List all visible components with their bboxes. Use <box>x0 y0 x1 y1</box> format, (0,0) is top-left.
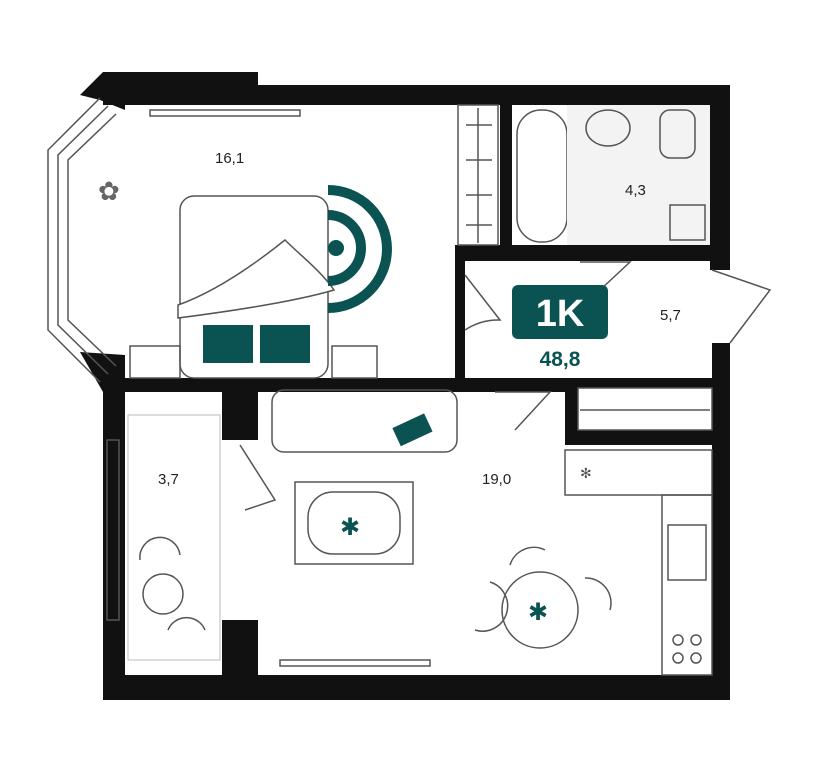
wardrobe <box>457 104 499 246</box>
bed <box>129 195 378 379</box>
living-area: 19,0 <box>482 471 511 488</box>
svg-text:✱: ✱ <box>528 600 548 626</box>
plant-icon: ✿ <box>98 177 120 206</box>
dining-table: ✱ <box>474 546 612 649</box>
round-rug <box>327 185 392 313</box>
balcony-floor <box>127 414 221 661</box>
balcony-furniture <box>139 536 206 631</box>
hallway-area: 5,7 <box>660 307 681 324</box>
window-living <box>279 659 431 667</box>
svg-text:✱: ✱ <box>340 515 360 541</box>
doors <box>239 261 772 511</box>
bathroom-fixtures <box>516 105 710 245</box>
bay-window <box>47 97 117 383</box>
apartment-type-badge: 1K <box>512 285 608 339</box>
apartment-type: 1K <box>536 293 585 335</box>
rug: ✱ <box>294 481 414 565</box>
bathroom-area: 4,3 <box>625 182 646 199</box>
window-bedroom <box>149 109 301 117</box>
sofa <box>271 389 458 453</box>
total-area: 48,8 <box>540 348 581 371</box>
window-balcony <box>106 439 120 621</box>
svg-text:✻: ✻ <box>580 467 592 482</box>
balcony-area: 3,7 <box>158 471 179 488</box>
kitchen: ✻ <box>564 449 713 676</box>
bedroom-area: 16,1 <box>215 150 244 167</box>
closet <box>577 387 713 431</box>
